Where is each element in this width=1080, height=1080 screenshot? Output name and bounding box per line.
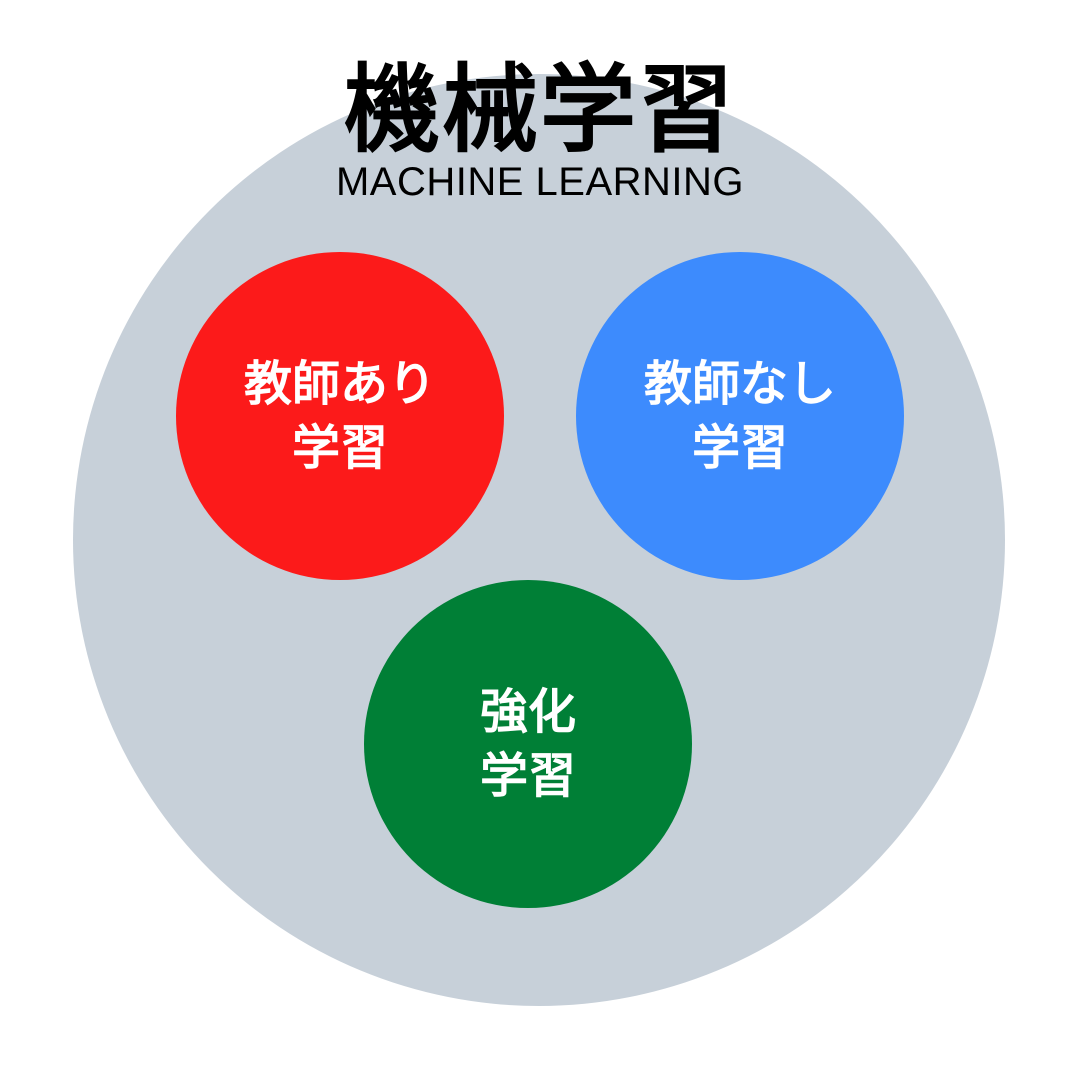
reinforcement-learning-label-line2: 学習 bbox=[479, 748, 576, 804]
supervised-learning-label-line1: 教師あり bbox=[243, 356, 436, 412]
reinforcement-learning-circle: 強化 学習 bbox=[364, 580, 692, 908]
unsupervised-learning-label-line1: 教師なし bbox=[643, 356, 836, 412]
diagram-subtitle: MACHINE LEARNING bbox=[335, 160, 745, 204]
diagram-title: 機械学習 bbox=[344, 54, 736, 166]
supervised-learning-circle: 教師あり 学習 bbox=[176, 252, 504, 580]
unsupervised-learning-circle: 教師なし 学習 bbox=[576, 252, 904, 580]
unsupervised-learning-label-line2: 学習 bbox=[691, 420, 788, 476]
supervised-learning-label-line2: 学習 bbox=[291, 420, 388, 476]
reinforcement-learning-label-line1: 強化 bbox=[479, 684, 576, 740]
